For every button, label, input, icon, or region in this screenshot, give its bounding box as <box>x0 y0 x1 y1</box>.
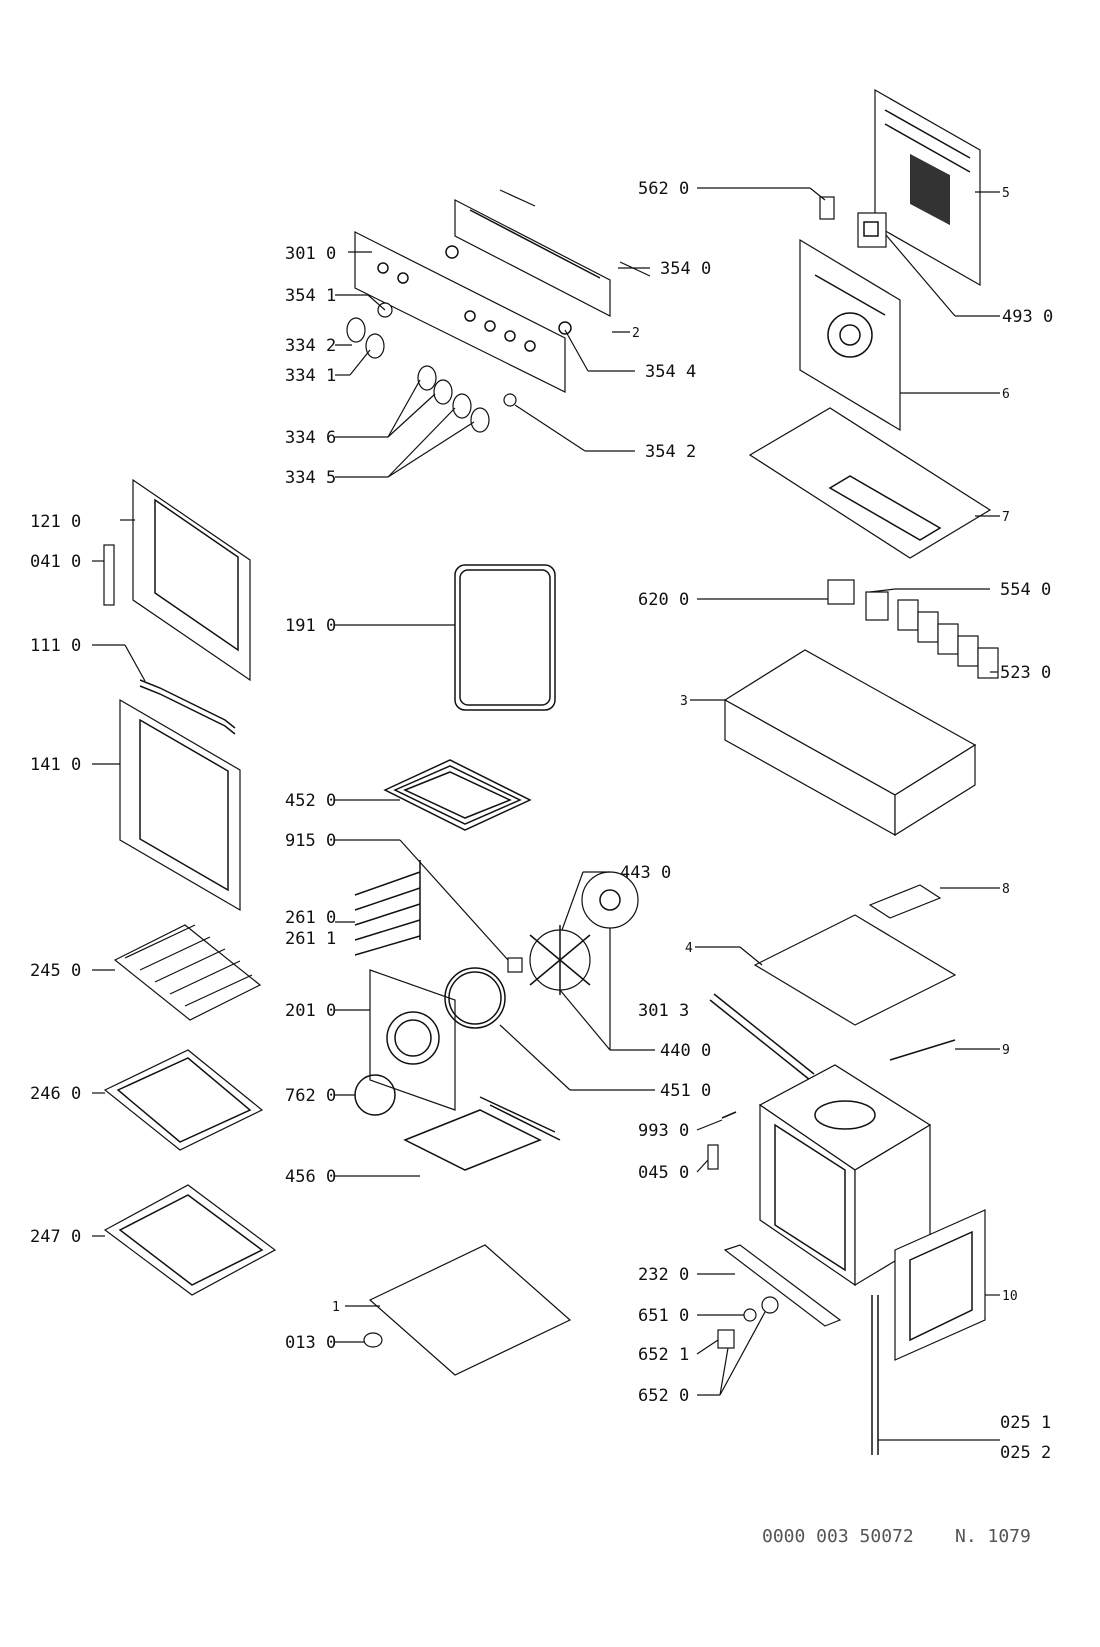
grill-element-part <box>383 759 532 831</box>
label-456-0: 456 0 <box>285 1167 336 1187</box>
gasket-part <box>454 564 556 711</box>
bottom-panel-part <box>363 1244 572 1376</box>
switch-562-part <box>819 196 835 220</box>
lower-element-part <box>403 1096 561 1171</box>
label-334-2: 334 2 <box>285 336 336 356</box>
oven-door-part <box>103 478 251 682</box>
label-652-1: 652 1 <box>638 1345 689 1365</box>
rear-panel-part <box>874 88 981 287</box>
label-334-5: 334 5 <box>285 468 336 488</box>
label-261-1: 261 1 <box>285 929 336 949</box>
label-562-0: 562 0 <box>638 179 689 199</box>
leader-lines <box>92 187 1000 1441</box>
hinge-bar-part <box>139 679 236 735</box>
footer-code: 0000 003 50072 <box>762 1526 914 1547</box>
footer-ref: N. 1079 <box>955 1526 1031 1547</box>
label-301-3: 301 3 <box>638 1001 689 1021</box>
label-334-1: 334 1 <box>285 366 336 386</box>
label-554-0: 554 0 <box>1000 580 1051 600</box>
label-045-0: 045 0 <box>638 1163 689 1183</box>
shelf-supports-part <box>354 860 421 956</box>
side-trim-part <box>871 1295 879 1455</box>
frame-part <box>723 649 977 837</box>
label-013-0: 013 0 <box>285 1333 336 1353</box>
fan-motor-part <box>507 871 639 995</box>
label-025-1: 025 1 <box>1000 1413 1051 1433</box>
lamp-parts <box>717 1296 779 1349</box>
label-354-4: 354 4 <box>645 362 696 382</box>
part-labels: 301 0 354 1 334 2 334 1 334 6 334 5 354 … <box>30 179 1053 1463</box>
baking-tray-part <box>103 1049 264 1151</box>
clip-045-part <box>707 1144 719 1170</box>
deep-tray-part <box>103 1184 277 1296</box>
switches-part <box>897 599 999 679</box>
label-141-0: 141 0 <box>30 755 81 775</box>
rail-part <box>709 993 815 1081</box>
label-652-0: 652 0 <box>638 1386 689 1406</box>
label-10: 10 <box>1002 1289 1018 1304</box>
label-9: 9 <box>1002 1043 1010 1058</box>
label-301-0: 301 0 <box>285 244 336 264</box>
ring-element-part <box>444 967 506 1029</box>
label-493-0: 493 0 <box>1002 307 1053 327</box>
relay-493-part <box>857 212 887 248</box>
side-panel-part <box>753 914 957 1026</box>
label-440-0: 440 0 <box>660 1041 711 1061</box>
top-cover-part <box>748 407 992 559</box>
module-panel-part <box>799 238 901 432</box>
strip-9-part <box>889 1039 956 1061</box>
label-354-0: 354 0 <box>660 259 711 279</box>
label-620-0: 620 0 <box>638 590 689 610</box>
label-7: 7 <box>1002 510 1010 525</box>
label-8: 8 <box>1002 882 1010 897</box>
label-246-0: 246 0 <box>30 1084 81 1104</box>
label-915-0: 915 0 <box>285 831 336 851</box>
screw-part <box>721 1111 737 1119</box>
label-232-0: 232 0 <box>638 1265 689 1285</box>
label-2: 2 <box>632 326 640 341</box>
label-451-0: 451 0 <box>660 1081 711 1101</box>
terminal-block-part <box>827 579 889 621</box>
label-4: 4 <box>685 941 693 956</box>
label-201-0: 201 0 <box>285 1001 336 1021</box>
footer: 0000 003 50072 N. 1079 <box>762 1526 1031 1547</box>
label-245-0: 245 0 <box>30 961 81 981</box>
door-frame-part <box>894 1209 986 1361</box>
plate-8-part <box>868 884 942 919</box>
label-651-0: 651 0 <box>638 1306 689 1326</box>
label-025-2: 025 2 <box>1000 1443 1051 1463</box>
back-panel-part <box>369 969 456 1111</box>
label-111-0: 111 0 <box>30 636 81 656</box>
label-121-0: 121 0 <box>30 512 81 532</box>
label-041-0: 041 0 <box>30 552 81 572</box>
label-993-0: 993 0 <box>638 1121 689 1141</box>
label-443-0: 443 0 <box>620 863 671 883</box>
label-5: 5 <box>1002 186 1010 201</box>
label-354-1: 354 1 <box>285 286 336 306</box>
label-354-2: 354 2 <box>645 442 696 462</box>
wire-shelf-part <box>113 924 262 1021</box>
label-523-0: 523 0 <box>1000 663 1051 683</box>
inner-glass-part <box>119 698 241 912</box>
label-334-6: 334 6 <box>285 428 336 448</box>
label-452-0: 452 0 <box>285 791 336 811</box>
bottom-strip-part <box>723 1244 842 1327</box>
label-3: 3 <box>680 694 688 709</box>
label-1: 1 <box>332 1300 340 1315</box>
control-panel-part <box>354 189 651 407</box>
control-knobs-part <box>346 317 490 433</box>
label-191-0: 191 0 <box>285 616 336 636</box>
label-261-0: 261 0 <box>285 908 336 928</box>
label-247-0: 247 0 <box>30 1227 81 1247</box>
label-6: 6 <box>1002 387 1010 402</box>
label-762-0: 762 0 <box>285 1086 336 1106</box>
